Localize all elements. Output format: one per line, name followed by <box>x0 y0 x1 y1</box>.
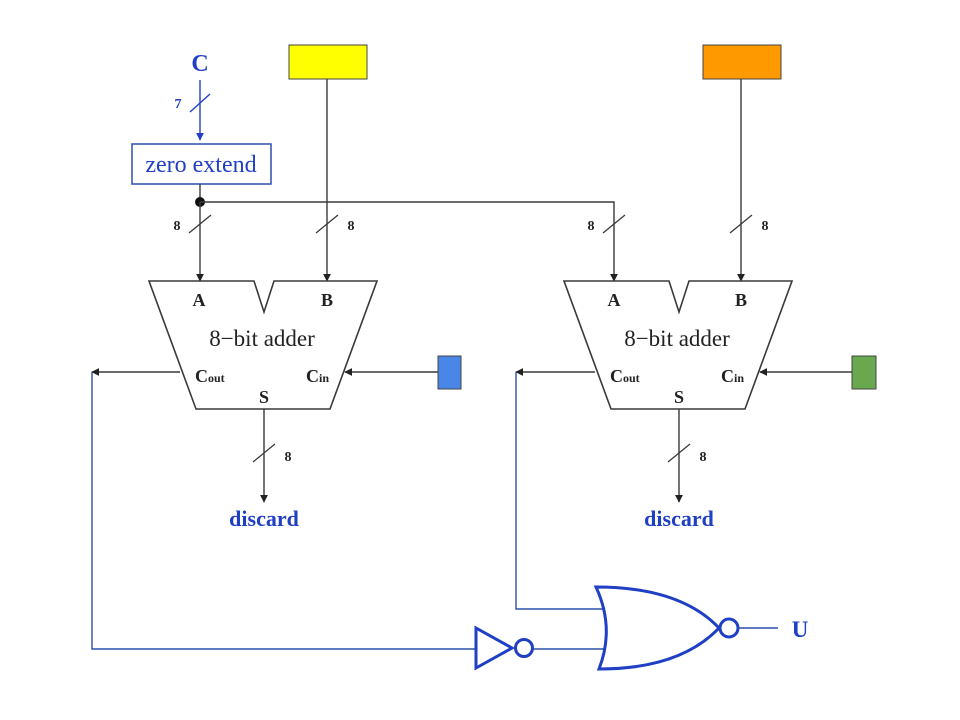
zext-to-adder2-a-wire <box>200 201 618 282</box>
sum-2-discard-label: discard <box>644 506 714 531</box>
adder-2-cout-label: Cout <box>610 366 640 386</box>
adder-2-cin-label: Cin <box>721 366 744 386</box>
adder-1-label: 8−bit adder <box>209 326 315 351</box>
input-c-label: C <box>191 51 208 77</box>
inverter-body <box>474 625 516 671</box>
zext-to-adder2-a-tick <box>602 214 626 234</box>
inverter-bubble <box>514 638 534 658</box>
adder-1-port-a: A <box>193 290 206 310</box>
adder1-a-width-label: 8 <box>174 219 181 234</box>
adder2-a-width-label: 8 <box>588 219 595 234</box>
adder-2-port-s: S <box>674 387 684 407</box>
adder1-b-width-label: 8 <box>348 219 355 234</box>
sum-1-discard-label: discard <box>229 506 299 531</box>
adder-1-body <box>147 280 379 410</box>
input-c-width-label: 7 <box>175 97 182 112</box>
b-input-1-tick <box>315 214 339 234</box>
adder-2-port-b: B <box>735 290 747 310</box>
b-input-2-tick <box>729 214 753 234</box>
zero-extend-box <box>131 143 272 185</box>
adder-1-port-b: B <box>321 290 333 310</box>
adder-2-port-a: A <box>608 290 621 310</box>
inverter-gate <box>474 625 534 671</box>
adder-1-cin-label: Cin <box>306 366 329 386</box>
cout-1-to-inverter-wire <box>91 372 476 650</box>
zext-to-adder1-a-tick <box>188 214 212 234</box>
b-input-2-box[interactable] <box>702 44 782 80</box>
sum-1-tick <box>252 443 276 463</box>
adder-2-label: 8−bit adder <box>624 326 730 351</box>
input-c-width-tick <box>189 93 211 113</box>
adder-2-body <box>562 280 794 410</box>
cin-input-2-box[interactable] <box>851 355 877 390</box>
zero-extend-label: zero extend <box>145 152 256 178</box>
cin-input-1-box[interactable] <box>437 355 462 390</box>
adder2-b-width-label: 8 <box>762 219 769 234</box>
adder-1: A B 8−bit adder Cout Cin S <box>147 280 379 410</box>
sum-1-width-label: 8 <box>285 450 292 465</box>
sum-2-tick <box>667 443 691 463</box>
nor-gate-bubble <box>718 617 740 639</box>
adder-2: A B 8−bit adder Cout Cin S <box>562 280 794 410</box>
nor-gate <box>593 585 740 671</box>
nor-gate-body <box>593 585 722 671</box>
b-input-1-box[interactable] <box>288 44 368 80</box>
sum-2-width-label: 8 <box>700 450 707 465</box>
adder-1-port-s: S <box>259 387 269 407</box>
output-u-label: U <box>792 617 809 642</box>
cout-2-to-nor-wire <box>515 372 604 610</box>
adder-1-cout-label: Cout <box>195 366 225 386</box>
